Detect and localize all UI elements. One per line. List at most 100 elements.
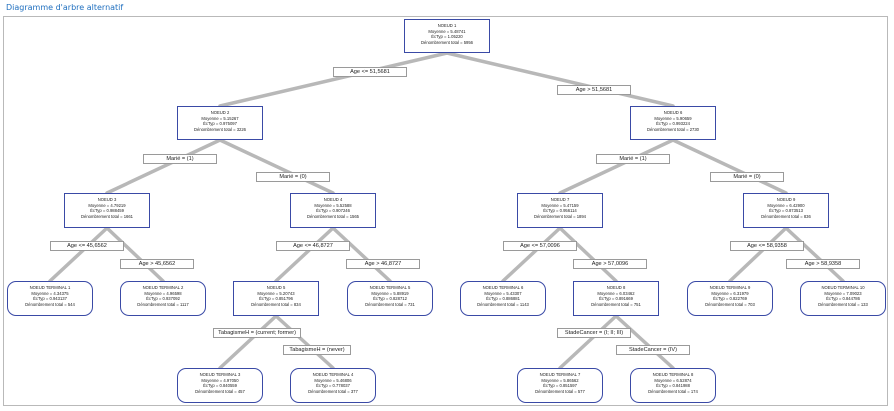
tree-node-4: NOEUD 4 Moyenne = 5.52588 ÉcTyp = 0.9072… [290, 193, 376, 228]
node-mean: Moyenne = 5.15267 [201, 115, 239, 121]
node-name: NOEUD 3 [97, 197, 117, 202]
edge-n9-t9 [728, 226, 788, 283]
edge-n6-n7 [558, 138, 675, 195]
terminal-node-10: NOEUD TERMINAL 10 Moyenne = 7.09023 ÉcTy… [800, 281, 886, 316]
node-name: NOEUD TERMINAL 5 [369, 285, 411, 290]
node-sd: ÉcTyp = 0.828712 [373, 296, 407, 302]
node-name: NOEUD 9 [776, 197, 796, 202]
edge-n3-t2 [105, 226, 165, 283]
node-count: Dénombrement total = 544 [25, 301, 75, 307]
node-sd: ÉcTyp = 0.873513 [769, 208, 803, 214]
tree-node-7: NOEUD 7 Moyenne = 5.47159 ÉcTyp = 0.9561… [517, 193, 603, 228]
node-name: NOEUD 1 [437, 23, 457, 28]
node-name: NOEUD TERMINAL 2 [142, 285, 184, 290]
node-name: NOEUD 2 [210, 110, 230, 115]
node-mean: Moyenne = 5.46806 [314, 377, 352, 383]
node-name: NOEUD TERMINAL 7 [539, 372, 581, 377]
edge-n4-n5 [274, 226, 335, 283]
node-mean: Moyenne = 5.47159 [541, 202, 579, 208]
node-sd: ÉcTyp = 0.886881 [486, 296, 520, 302]
edge-n6-n9 [671, 138, 788, 195]
edge-n8-t8 [614, 314, 675, 370]
node-name: NOEUD 4 [323, 197, 343, 202]
terminal-node-1: NOEUD TERMINAL 1 Moyenne = 4.34375 ÉcTyp… [7, 281, 93, 316]
split-label-n3-right: Age > 45,6562 [120, 259, 194, 269]
terminal-node-3: NOEUD TERMINAL 3 Moyenne = 4.97050 ÉcTyp… [177, 368, 263, 403]
node-mean: Moyenne = 6.03462 [597, 290, 635, 296]
split-label-n9-right: Age > 58,9358 [786, 259, 860, 269]
edge-n8-t7 [558, 314, 618, 370]
split-label-n6-left: Marié = (1) [596, 154, 670, 164]
node-name: NOEUD 7 [550, 197, 570, 202]
node-sd: ÉcTyp = 0.975097 [203, 121, 237, 127]
node-count: Dénombrement total = 577 [535, 388, 585, 394]
node-count: Dénombrement total = 1894 [533, 213, 587, 219]
node-count: Dénombrement total = 834 [251, 301, 301, 307]
edge-n2-n4 [218, 138, 335, 195]
split-label-n9-left: Age <= 58,9358 [730, 241, 804, 251]
node-sd: ÉcTyp = 0.993224 [656, 121, 690, 127]
node-count: Dénombrement total = 5956 [420, 39, 474, 45]
tree-node-2: NOEUD 2 Moyenne = 5.15267 ÉcTyp = 0.9750… [177, 106, 263, 140]
split-label-n2-left: Marié = (1) [143, 154, 217, 164]
node-mean: Moyenne = 5.48741 [428, 28, 466, 34]
edge-n5-t4 [274, 314, 335, 370]
node-name: NOEUD TERMINAL 10 [821, 285, 865, 290]
node-mean: Moyenne = 4.97050 [201, 377, 239, 383]
split-label-n8-left: StadeCancer = (I; II; III) [557, 328, 631, 338]
node-name: NOEUD TERMINAL 6 [482, 285, 524, 290]
edge-n4-t5 [331, 226, 392, 283]
node-mean: Moyenne = 5.43307 [484, 290, 522, 296]
split-label-n5-left: TabagismeH = (current; former) [213, 328, 301, 338]
node-count: Dénombrement total = 3226 [193, 126, 247, 132]
node-sd: ÉcTyp = 0.778037 [316, 383, 350, 389]
node-mean: Moyenne = 6.52874 [654, 377, 692, 383]
node-mean: Moyenne = 7.09023 [824, 290, 862, 296]
node-mean: Moyenne = 5.52588 [314, 202, 352, 208]
split-label-n7-left: Age <= 57,0096 [503, 241, 577, 251]
node-sd: ÉcTyp = 0.937092 [146, 296, 180, 302]
edge-n1-n6 [445, 51, 675, 108]
node-sd: ÉcTyp = 1.05220 [431, 34, 463, 40]
edge-n9-t10 [784, 226, 845, 283]
split-label-n1-left: Age <= 51,5681 [333, 67, 407, 77]
split-label-n6-right: Marié = (0) [710, 172, 784, 182]
node-mean: Moyenne = 6.31979 [711, 290, 749, 296]
node-count: Dénombrement total = 1565 [306, 213, 360, 219]
tree-node-3: NOEUD 3 Moyenne = 4.79219 ÉcTyp = 0.9884… [64, 193, 150, 228]
node-sd: ÉcTyp = 0.907246 [316, 208, 350, 214]
tree-node-1: NOEUD 1 Moyenne = 5.48741 ÉcTyp = 1.0522… [404, 19, 490, 53]
node-mean: Moyenne = 5.88919 [371, 290, 409, 296]
node-name: NOEUD TERMINAL 4 [312, 372, 354, 377]
terminal-node-4: NOEUD TERMINAL 4 Moyenne = 5.46806 ÉcTyp… [290, 368, 376, 403]
node-name: NOEUD TERMINAL 9 [709, 285, 751, 290]
edge-n7-t6 [501, 226, 562, 283]
node-count: Dénombrement total = 751 [591, 301, 641, 307]
split-label-n3-left: Age <= 45,6562 [50, 241, 124, 251]
node-mean: Moyenne = 5.90659 [654, 115, 692, 121]
split-label-n4-right: Age > 46,8727 [346, 259, 420, 269]
node-count: Dénombrement total = 174 [648, 388, 698, 394]
terminal-node-9: NOEUD TERMINAL 9 Moyenne = 6.31979 ÉcTyp… [687, 281, 773, 316]
split-label-n4-left: Age <= 46,8727 [276, 241, 350, 251]
node-sd: ÉcTyp = 0.988459 [90, 208, 124, 214]
node-count: Dénombrement total = 836 [761, 213, 811, 219]
node-mean: Moyenne = 5.86562 [541, 377, 579, 383]
node-sd: ÉcTyp = 0.956114 [543, 208, 577, 214]
node-count: Dénombrement total = 1117 [137, 301, 189, 307]
split-label-n5-right: TabagismeH = (never) [283, 345, 351, 355]
node-mean: Moyenne = 4.96598 [144, 290, 182, 296]
tree-node-9: NOEUD 9 Moyenne = 6.42900 ÉcTyp = 0.8735… [743, 193, 829, 228]
edge-n2-n3 [105, 138, 222, 195]
tree-node-5: NOEUD 5 Moyenne = 5.20743 ÉcTyp = 0.8517… [233, 281, 319, 316]
node-count: Dénombrement total = 133 [818, 301, 868, 307]
node-count: Dénombrement total = 1661 [80, 213, 134, 219]
terminal-node-7: NOEUD TERMINAL 7 Moyenne = 5.86562 ÉcTyp… [517, 368, 603, 403]
split-label-n7-right: Age > 57,0096 [573, 259, 647, 269]
edge-n3-t1 [48, 226, 109, 283]
terminal-node-2: NOEUD TERMINAL 2 Moyenne = 4.96598 ÉcTyp… [120, 281, 206, 316]
node-sd: ÉcTyp = 0.891669 [599, 296, 633, 302]
node-count: Dénombrement total = 2730 [646, 126, 700, 132]
node-count: Dénombrement total = 1143 [477, 301, 529, 307]
